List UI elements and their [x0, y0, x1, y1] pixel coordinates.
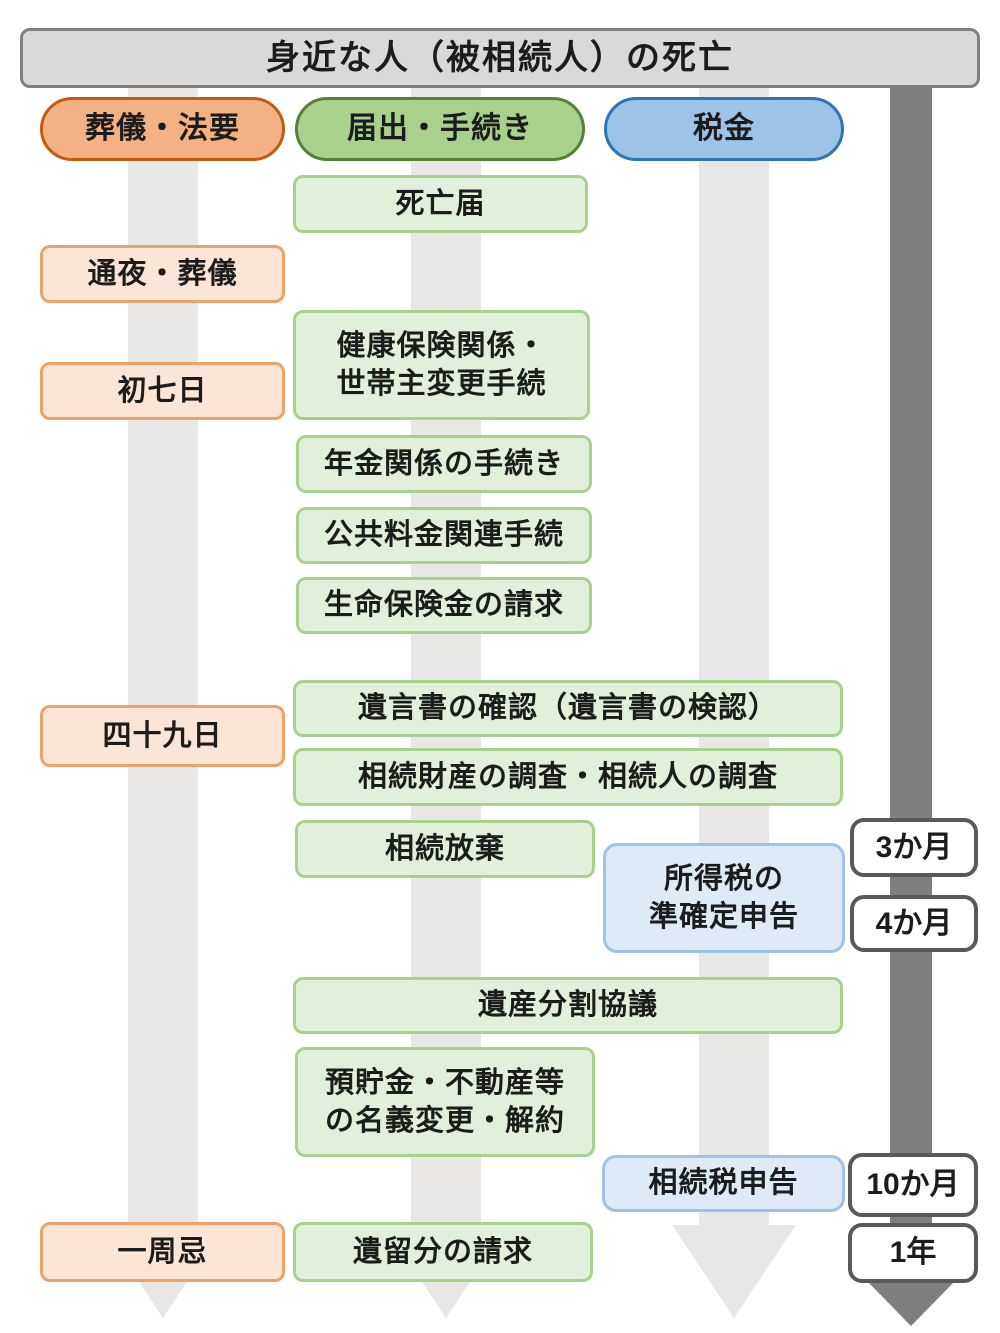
milestone-1-year: 1年 — [848, 1223, 978, 1283]
node-seventh-day: 初七日 — [40, 362, 285, 420]
node-death-notification: 死亡届 — [293, 175, 588, 233]
lane-header-procedures: 届出・手続き — [295, 97, 585, 161]
node-legally-secured-portion-claim: 遺留分の請求 — [293, 1222, 593, 1282]
node-will-confirmation: 遺言書の確認（遺言書の検認） — [293, 680, 843, 737]
node-estate-heir-investigation: 相続財産の調査・相続人の調査 — [293, 748, 843, 806]
procedures-lane-arrow-shaft — [411, 88, 481, 1225]
tax-lane-arrow-shaft — [699, 88, 769, 1225]
node-quasi-final-income-tax-return: 所得税の 準確定申告 — [603, 843, 845, 953]
node-inheritance-tax-return: 相続税申告 — [602, 1155, 845, 1212]
node-inheritance-renunciation: 相続放棄 — [295, 820, 595, 878]
node-utility-procedures: 公共料金関連手続 — [296, 507, 592, 564]
node-estate-division-agreement: 遺産分割協議 — [293, 977, 843, 1034]
node-pension-procedures: 年金関係の手続き — [296, 435, 592, 493]
tax-lane-arrow-head — [672, 1225, 796, 1318]
lane-header-tax: 税金 — [604, 97, 844, 161]
milestone-10-months: 10か月 — [848, 1153, 978, 1217]
node-account-name-change: 預貯金・不動産等 の名義変更・解約 — [295, 1047, 595, 1157]
milestone-3-months: 3か月 — [850, 818, 978, 877]
node-fortyninth-day: 四十九日 — [40, 705, 285, 767]
node-health-insurance-household: 健康保険関係・ 世帯主変更手続 — [293, 310, 590, 420]
page-title: 身近な人（被相続人）の死亡 — [20, 28, 980, 88]
milestone-4-months: 4か月 — [850, 895, 978, 952]
node-first-anniversary: 一周忌 — [40, 1222, 285, 1282]
node-wake-funeral: 通夜・葬儀 — [40, 245, 285, 303]
node-life-insurance-claim: 生命保険金の請求 — [296, 577, 592, 634]
lane-header-funeral: 葬儀・法要 — [40, 97, 285, 161]
time-axis-arrow-shaft — [890, 85, 932, 1282]
time-axis-arrow-head — [866, 1280, 956, 1326]
